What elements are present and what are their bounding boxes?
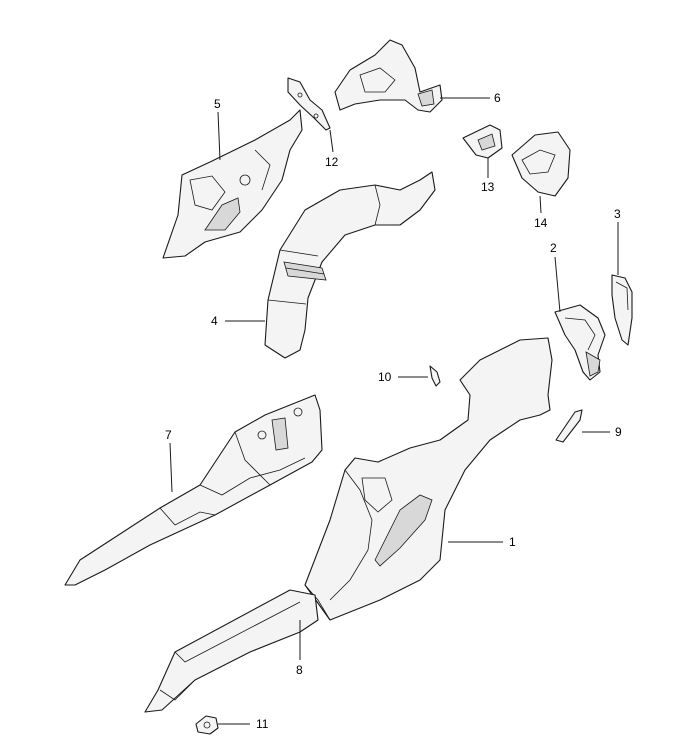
part-9-strip: [555, 409, 583, 443]
leader-2: [554, 256, 561, 313]
part-7-sill: [64, 394, 323, 586]
part-6-upper-section: [334, 39, 443, 113]
part-1-side-panel: [304, 337, 553, 621]
callout-1: 1: [509, 535, 516, 549]
part-3-plate: [611, 274, 633, 346]
callout-6: 6: [494, 91, 501, 105]
callout-3: 3: [614, 207, 621, 221]
callout-14: 14: [534, 216, 548, 230]
part-8-rocker: [144, 589, 319, 713]
callout-8: 8: [296, 663, 303, 677]
callout-5: 5: [214, 97, 221, 111]
part-13-grommet: [462, 124, 503, 159]
leader-14: [539, 195, 542, 214]
part-5-inner-quarter-panel: [162, 109, 303, 259]
part-4-wheel-arch: [264, 171, 436, 359]
part-11-nut: [195, 715, 219, 735]
part-12-narrow-bracket: [287, 77, 331, 131]
leader-5: [217, 111, 221, 161]
callout-4: 4: [211, 314, 218, 328]
leader-lines: [169, 97, 619, 725]
part-10-clip: [429, 365, 441, 387]
callout-11: 11: [256, 717, 269, 731]
callout-10: 10: [378, 370, 392, 384]
callout-2: 2: [550, 241, 557, 255]
callout-13: 13: [481, 180, 495, 194]
callout-12: 12: [325, 155, 339, 169]
part-2-bracket: [554, 304, 606, 381]
callout-labels: 1 2 3 4 5 6 7 8 9 10 11 12 13 14: [165, 91, 622, 731]
callout-9: 9: [615, 425, 622, 439]
leader-7: [169, 442, 173, 493]
leader-12: [329, 129, 334, 153]
part-14-cover: [511, 131, 571, 197]
callout-7: 7: [165, 428, 172, 442]
